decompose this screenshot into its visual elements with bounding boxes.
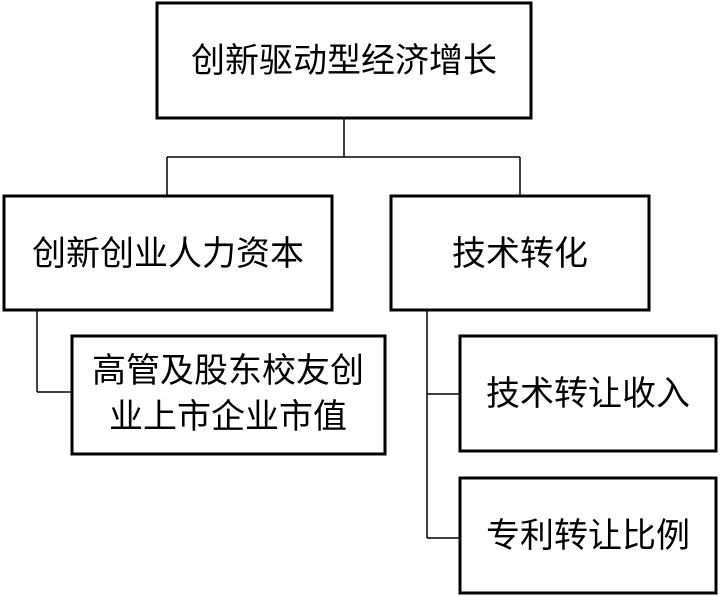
connector-lines (36, 118, 521, 539)
node-alumni-market-value: 高管及股东校友创 业上市企业市值 (70, 334, 387, 456)
node-tech-transfer-income: 技术转让收入 (458, 334, 718, 453)
node-patent-transfer-ratio: 专利转让比例 (458, 476, 718, 595)
root-node-label: 创新驱动型经济增长 (191, 41, 497, 81)
node-alumni-market-value-line1: 高管及股东校友创 (92, 351, 364, 391)
root-node: 创新驱动型经济增长 (155, 1, 533, 120)
node-innovation-human-capital: 创新创业人力资本 (2, 194, 334, 312)
node-tech-transfer-income-label: 技术转让收入 (486, 374, 690, 414)
node-alumni-market-value-line2: 业上市企业市值 (109, 397, 347, 437)
node-innovation-human-capital-label: 创新创业人力资本 (32, 234, 304, 274)
node-patent-transfer-ratio-label: 专利转让比例 (486, 516, 690, 556)
node-technology-transfer-label: 技术转化 (452, 234, 588, 274)
node-technology-transfer: 技术转化 (389, 194, 651, 312)
